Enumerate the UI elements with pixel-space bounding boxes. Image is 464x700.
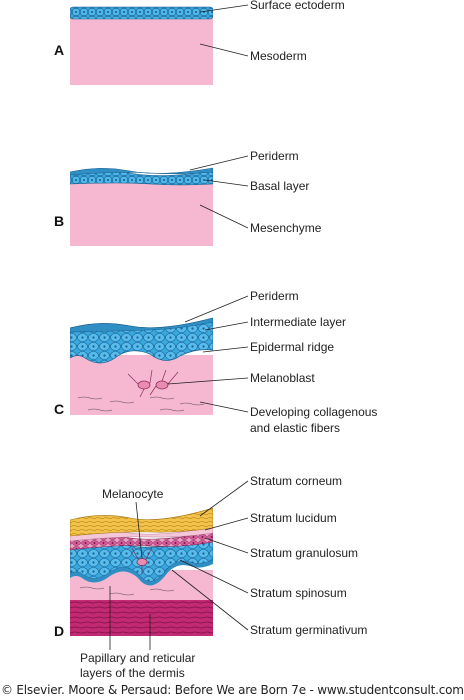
leader-collagenous-fibers [199,401,249,413]
leader-surface-ectoderm [199,4,249,13]
copyright-notice: © Elsevier. Moore & Persaud: Before We a… [1,683,464,697]
collagen-fibers [77,396,205,412]
leader-melanoblast [167,377,249,385]
stratum-corneum-layer [70,507,213,537]
label-stratum-granulosum: Stratum granulosum [250,546,358,560]
leader-stratum-lucidum [204,517,249,531]
leader-stratum-germinativum [171,569,249,631]
leader-intermediate-layer [204,321,249,331]
label-stratum-lucidum: Stratum lucidum [250,511,337,525]
label-epidermal-ridge: Epidermal ridge [250,340,334,354]
label-stratum-corneum: Stratum corneum [250,474,342,488]
label-dermis-line2: layers of the dermis [80,666,185,680]
leader-mesoderm [199,43,249,57]
panel-letter-d: D [54,623,64,639]
leader-periderm-c [184,295,249,323]
leader-stratum-corneum [199,480,249,517]
panel-c: C Periderm Intermediate layer Epidermal … [54,289,377,435]
label-periderm-c: Periderm [250,289,299,303]
stratum-germinativum-layer [70,560,213,586]
label-stratum-germinativum: Stratum germinativum [250,623,367,637]
label-surface-ectoderm: Surface ectoderm [250,0,345,12]
panel-letter-a: A [54,42,64,58]
leader-epidermal-ridge [202,346,249,353]
label-mesoderm: Mesoderm [250,49,307,63]
panel-letter-b: B [54,213,64,229]
label-melanocyte: Melanocyte [102,487,164,501]
leader-stratum-spinosum [179,559,249,594]
label-melanoblast: Melanoblast [250,371,315,385]
label-stratum-spinosum: Stratum spinosum [250,586,347,600]
panel-b: B Periderm Basal layer Mesenchyme [54,149,322,246]
skin-development-diagram: A Surface ectoderm Mesoderm B Periderm B… [54,0,377,680]
dermis-fibers-d [79,586,175,596]
reticular-dermis [70,598,213,636]
label-dermis-line1: Papillary and reticular [80,651,195,665]
leader-mesenchyme [199,204,249,229]
label-collagenous-fibers-line1: Developing collagenous [250,405,377,419]
melanocyte-cell [131,547,153,574]
panel-a: A Surface ectoderm Mesoderm [54,0,345,85]
label-periderm-b: Periderm [250,149,299,163]
mesenchyme-layer [70,178,213,246]
label-mesenchyme: Mesenchyme [250,221,322,235]
mesoderm-layer [70,18,213,85]
panel-letter-c: C [54,401,64,417]
panel-d: D Melanocyte Stratum corneum Stratum luc… [54,474,367,680]
leader-basal-layer [204,179,249,187]
label-basal-layer: Basal layer [250,179,309,193]
leader-melanocyte [135,501,143,559]
periderm-layer [70,167,213,176]
label-collagenous-fibers-line2: and elastic fibers [250,421,340,435]
leader-periderm-b [189,155,249,171]
surface-ectoderm-layer [70,6,213,20]
periderm-c [70,317,213,333]
melanoblast-cells [127,369,179,398]
leader-stratum-granulosum [204,537,249,554]
label-intermediate-layer: Intermediate layer [250,315,346,329]
